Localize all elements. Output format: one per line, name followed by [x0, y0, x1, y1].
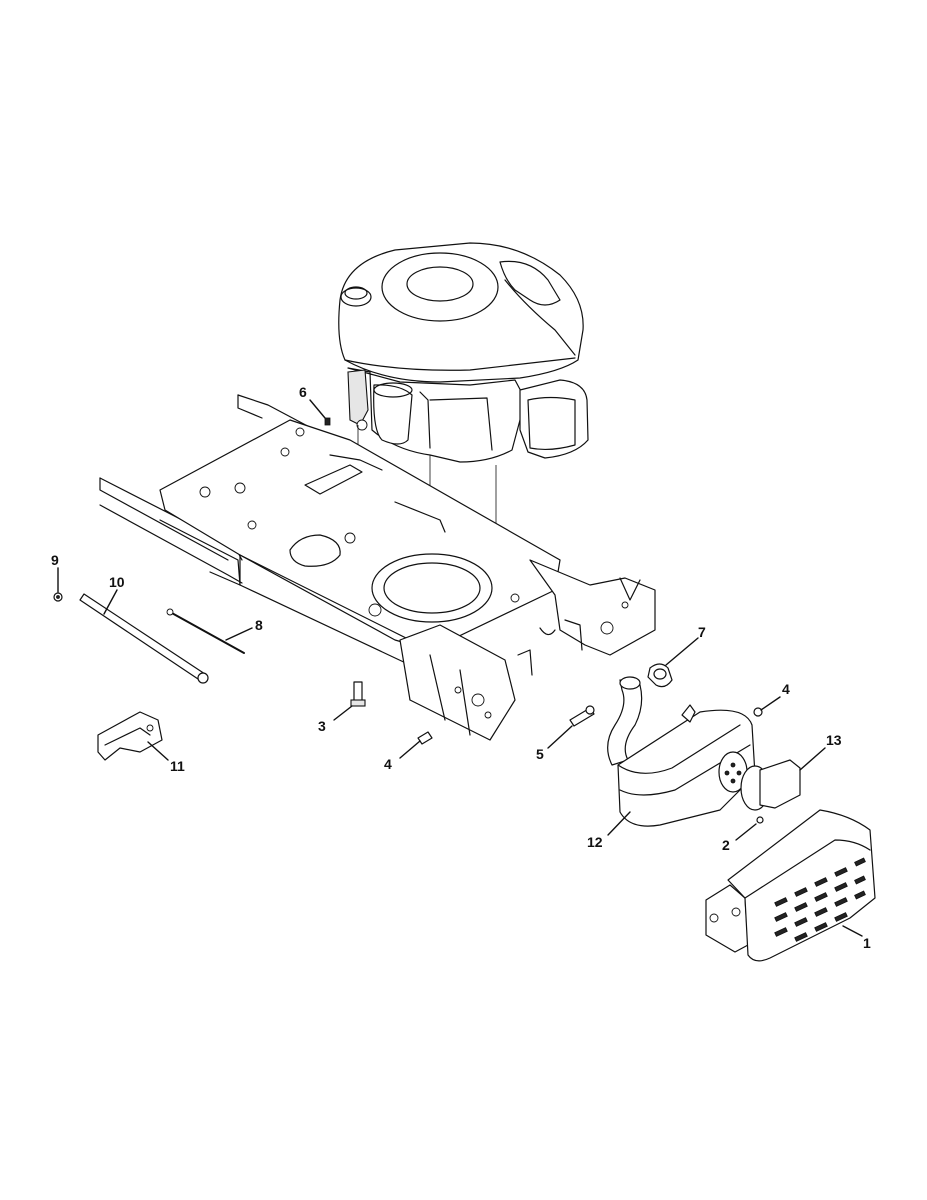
callout-1: 1: [863, 935, 871, 951]
callout-11: 11: [170, 758, 185, 774]
part-9-clip: [53, 592, 63, 602]
part-12-muffler: [607, 676, 756, 827]
callout-7: 7: [698, 624, 706, 640]
callout-5: 5: [536, 746, 544, 762]
callout-8: 8: [255, 617, 263, 633]
callout-4-right: 4: [782, 681, 790, 697]
chassis-frame: [99, 394, 656, 741]
callout-6: 6: [299, 384, 307, 400]
callout-labels: 6 9 10 8 3 4 11 5 7 4 13 12 2 1: [51, 384, 871, 951]
callout-2: 2: [722, 837, 730, 853]
part-8-rod: [166, 608, 245, 654]
guard-vent-slots: [774, 857, 866, 942]
callout-3: 3: [318, 718, 326, 734]
part-10-shaft: [79, 593, 209, 684]
part-6-nut: [324, 417, 331, 426]
callout-10: 10: [109, 574, 125, 590]
part-13-spark-arrester: [740, 759, 801, 811]
part-4-bolt-left: [417, 731, 433, 745]
callout-13: 13: [826, 732, 842, 748]
part-3-bolt: [350, 681, 366, 707]
part-5-stud: [569, 705, 595, 727]
part-7-gasket: [647, 663, 673, 688]
callout-9: 9: [51, 552, 59, 568]
callout-12: 12: [587, 834, 603, 850]
leader-lines: [57, 399, 863, 937]
callout-4-left: 4: [384, 756, 392, 772]
part-4-bolt-right: [753, 707, 763, 717]
part-11-bracket: [97, 711, 163, 761]
part-1-muffler-guard: [705, 809, 876, 962]
part-2-screw: [756, 816, 764, 824]
